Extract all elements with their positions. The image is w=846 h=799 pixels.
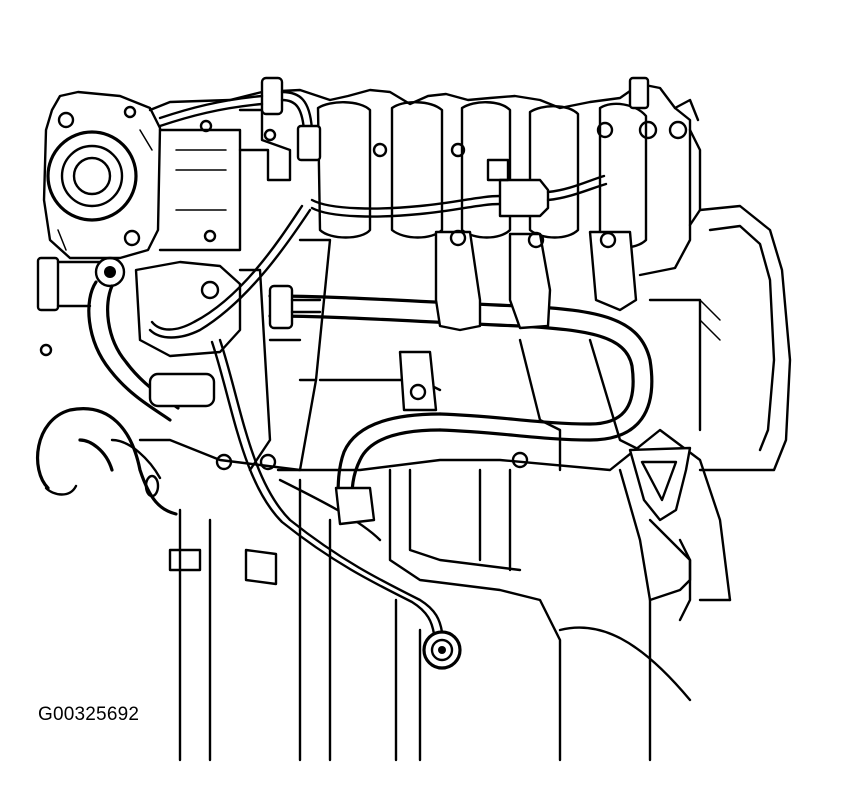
engine-block <box>138 238 732 762</box>
engine-mount-bracket <box>628 446 692 602</box>
fuel-line-fitting <box>334 412 442 526</box>
oil-sensor-wire <box>210 338 462 670</box>
timing-cover <box>698 204 792 472</box>
fuel-rail <box>268 229 654 442</box>
throttle-body <box>42 90 162 260</box>
coolant-hose <box>35 407 178 516</box>
vacuum-hoses <box>158 90 608 218</box>
figure-id-label: G00325692 <box>38 704 140 725</box>
injector-cluster <box>36 204 312 422</box>
